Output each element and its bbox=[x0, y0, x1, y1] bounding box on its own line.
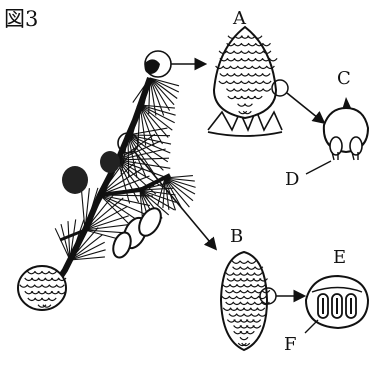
mid-cone-2 bbox=[100, 151, 120, 173]
male-cone-icon bbox=[221, 252, 276, 350]
label-e: E bbox=[333, 247, 346, 268]
mid-cone-1 bbox=[62, 166, 88, 194]
label-a: A bbox=[232, 8, 247, 29]
leader-line-f bbox=[305, 320, 318, 333]
female-scale-icon bbox=[324, 97, 368, 160]
female-cone-icon bbox=[208, 27, 288, 136]
pine-branch-illustration bbox=[18, 51, 196, 310]
label-b: B bbox=[230, 226, 243, 247]
arrow-to-c bbox=[287, 93, 323, 122]
label-c: C bbox=[337, 68, 351, 89]
label-f: F bbox=[284, 334, 297, 355]
label-d: D bbox=[285, 169, 299, 190]
figure-title: 図3 bbox=[4, 7, 38, 31]
mature-cone bbox=[18, 266, 66, 310]
leader-line-d bbox=[306, 161, 331, 174]
male-scale-icon bbox=[306, 276, 368, 328]
